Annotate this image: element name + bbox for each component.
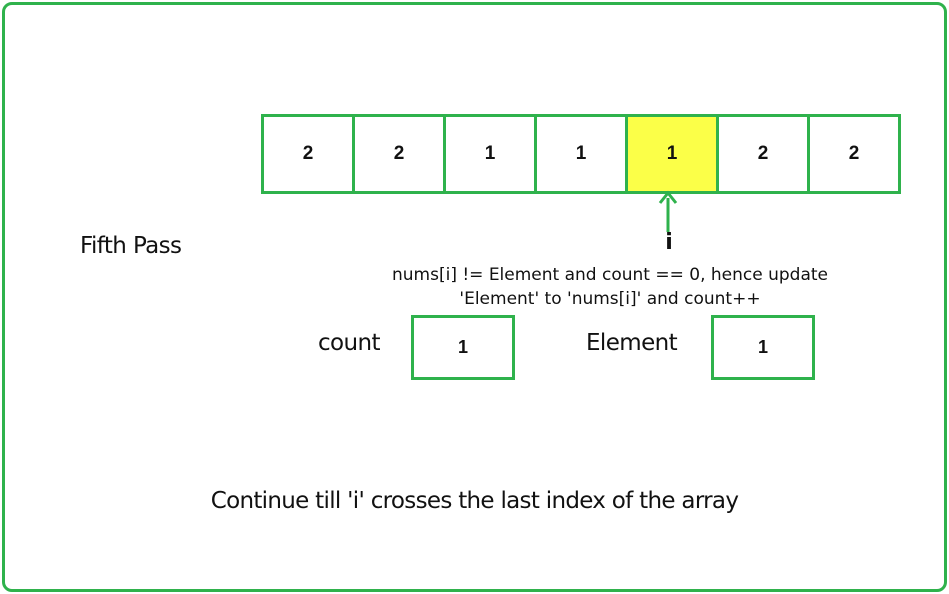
- array-cell: 1: [534, 114, 628, 194]
- element-label: Element: [586, 330, 678, 356]
- pass-label: Fifth Pass: [80, 233, 182, 259]
- array-cell: 2: [261, 114, 355, 194]
- array-cell: 1: [443, 114, 537, 194]
- array: 2 2 1 1 1 2 2: [261, 114, 901, 194]
- array-cell: 2: [807, 114, 901, 194]
- description-line-1: nums[i] != Element and count == 0, hence…: [392, 265, 828, 285]
- count-label: count: [318, 330, 380, 356]
- array-cell: 2: [352, 114, 446, 194]
- element-box: 1: [711, 315, 815, 380]
- pointer-label: i: [665, 230, 673, 255]
- description-line-2: 'Element' to 'nums[i]' and count++: [459, 289, 761, 309]
- step-description: nums[i] != Element and count == 0, hence…: [340, 263, 880, 311]
- count-box: 1: [411, 315, 515, 380]
- pointer-arrow-icon: [658, 190, 678, 232]
- footer-note: Continue till 'i' crosses the last index…: [210, 488, 739, 514]
- array-cell-current: 1: [625, 114, 719, 194]
- array-cell: 2: [716, 114, 810, 194]
